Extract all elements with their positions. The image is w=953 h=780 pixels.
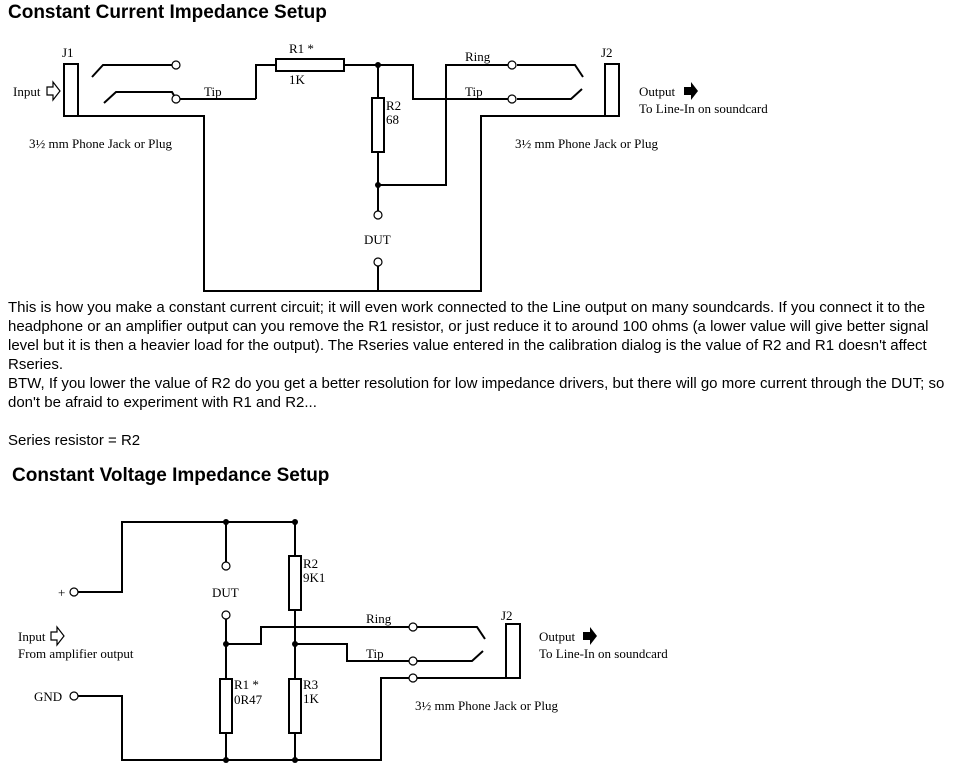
jack-j2-symbol: [505, 623, 521, 679]
description-paragraph-1: This is how you make a constant current …: [8, 299, 929, 373]
section-title-constant-voltage: Constant Voltage Impedance Setup: [12, 465, 330, 486]
label-tip-left: Tip: [204, 84, 222, 99]
junction-dot: [223, 641, 229, 647]
label-ring: Ring: [465, 49, 491, 64]
resistor-r2: [288, 555, 302, 611]
label-jack-right: 3½ mm Phone Jack or Plug: [515, 136, 658, 151]
label-dut: DUT: [364, 232, 391, 247]
output-arrow-icon: [583, 627, 597, 645]
label-output-sub: To Line-In on soundcard: [639, 101, 768, 116]
label-r2-value: 9K1: [303, 570, 325, 585]
jack-j1-symbol: [63, 63, 79, 117]
junction-dot: [292, 519, 298, 525]
label-output: Output: [639, 84, 676, 99]
terminal: [171, 60, 181, 70]
gnd-terminal: [69, 691, 79, 701]
junction-dot: [223, 519, 229, 525]
plus-terminal: [69, 587, 79, 597]
input-arrow-icon: [50, 625, 65, 647]
label-output: Output: [539, 629, 576, 644]
label-j2: J2: [501, 608, 513, 623]
label-jack: 3½ mm Phone Jack or Plug: [415, 698, 558, 713]
dut-terminal-bottom: [221, 610, 231, 620]
label-ring: Ring: [366, 611, 392, 626]
dut-terminal-top: [221, 561, 231, 571]
label-j2: J2: [601, 45, 613, 60]
label-plus: +: [58, 585, 65, 600]
terminal: [408, 673, 418, 683]
input-arrow-icon: [46, 80, 61, 102]
label-r1: R1 *: [234, 677, 259, 692]
label-input-sub: From amplifier output: [18, 646, 134, 661]
junction-dot: [375, 62, 381, 68]
label-r3-value: 1K: [303, 691, 320, 706]
label-r2: R2: [386, 98, 401, 113]
resistor-r3: [288, 678, 302, 734]
resistor-r2: [371, 97, 385, 153]
label-r3: R3: [303, 677, 318, 692]
label-dut: DUT: [212, 585, 239, 600]
label-gnd: GND: [34, 689, 62, 704]
label-input: Input: [18, 629, 46, 644]
junction-dot: [292, 641, 298, 647]
label-r1: R1 *: [289, 41, 314, 56]
dut-terminal-bottom: [373, 257, 383, 267]
paragraph-spacer: [8, 412, 950, 431]
resistor-r1: [219, 678, 233, 734]
terminal: [408, 656, 418, 666]
resistor-r1: [275, 58, 345, 72]
description-paragraph-2: BTW, If you lower the value of R2 do you…: [8, 375, 945, 411]
terminal: [507, 60, 517, 70]
constant-current-diagram: J1 Input R1 * 1K Tip R2 68 Ring Tip J2 O…: [13, 41, 768, 292]
label-r1-value: 1K: [289, 72, 306, 87]
label-r1-value: 0R47: [234, 692, 263, 707]
description-text: This is how you make a constant current …: [8, 298, 950, 450]
diagram1-wires: [78, 64, 605, 292]
label-tip: Tip: [366, 646, 384, 661]
label-input: Input: [13, 84, 41, 99]
section-title-constant-current: Constant Current Impedance Setup: [8, 2, 327, 23]
diagram2-wires: [78, 521, 506, 761]
label-jack-left: 3½ mm Phone Jack or Plug: [29, 136, 172, 151]
jack-j2-symbol: [604, 63, 620, 117]
label-r2-value: 68: [386, 112, 399, 127]
junction-dot: [292, 757, 298, 763]
terminal: [171, 94, 181, 104]
dut-terminal-top: [373, 210, 383, 220]
junction-dot: [375, 182, 381, 188]
constant-voltage-diagram: + DUT R2 9K1 Ring J2 Input From amplifie…: [18, 519, 668, 763]
label-j1: J1: [62, 45, 74, 60]
label-tip-right: Tip: [465, 84, 483, 99]
junction-dot: [223, 757, 229, 763]
label-r2: R2: [303, 556, 318, 571]
label-output-sub: To Line-In on soundcard: [539, 646, 668, 661]
terminal: [507, 94, 517, 104]
output-arrow-icon: [684, 82, 698, 100]
terminal: [408, 622, 418, 632]
series-resistor-note: Series resistor = R2: [8, 432, 141, 449]
